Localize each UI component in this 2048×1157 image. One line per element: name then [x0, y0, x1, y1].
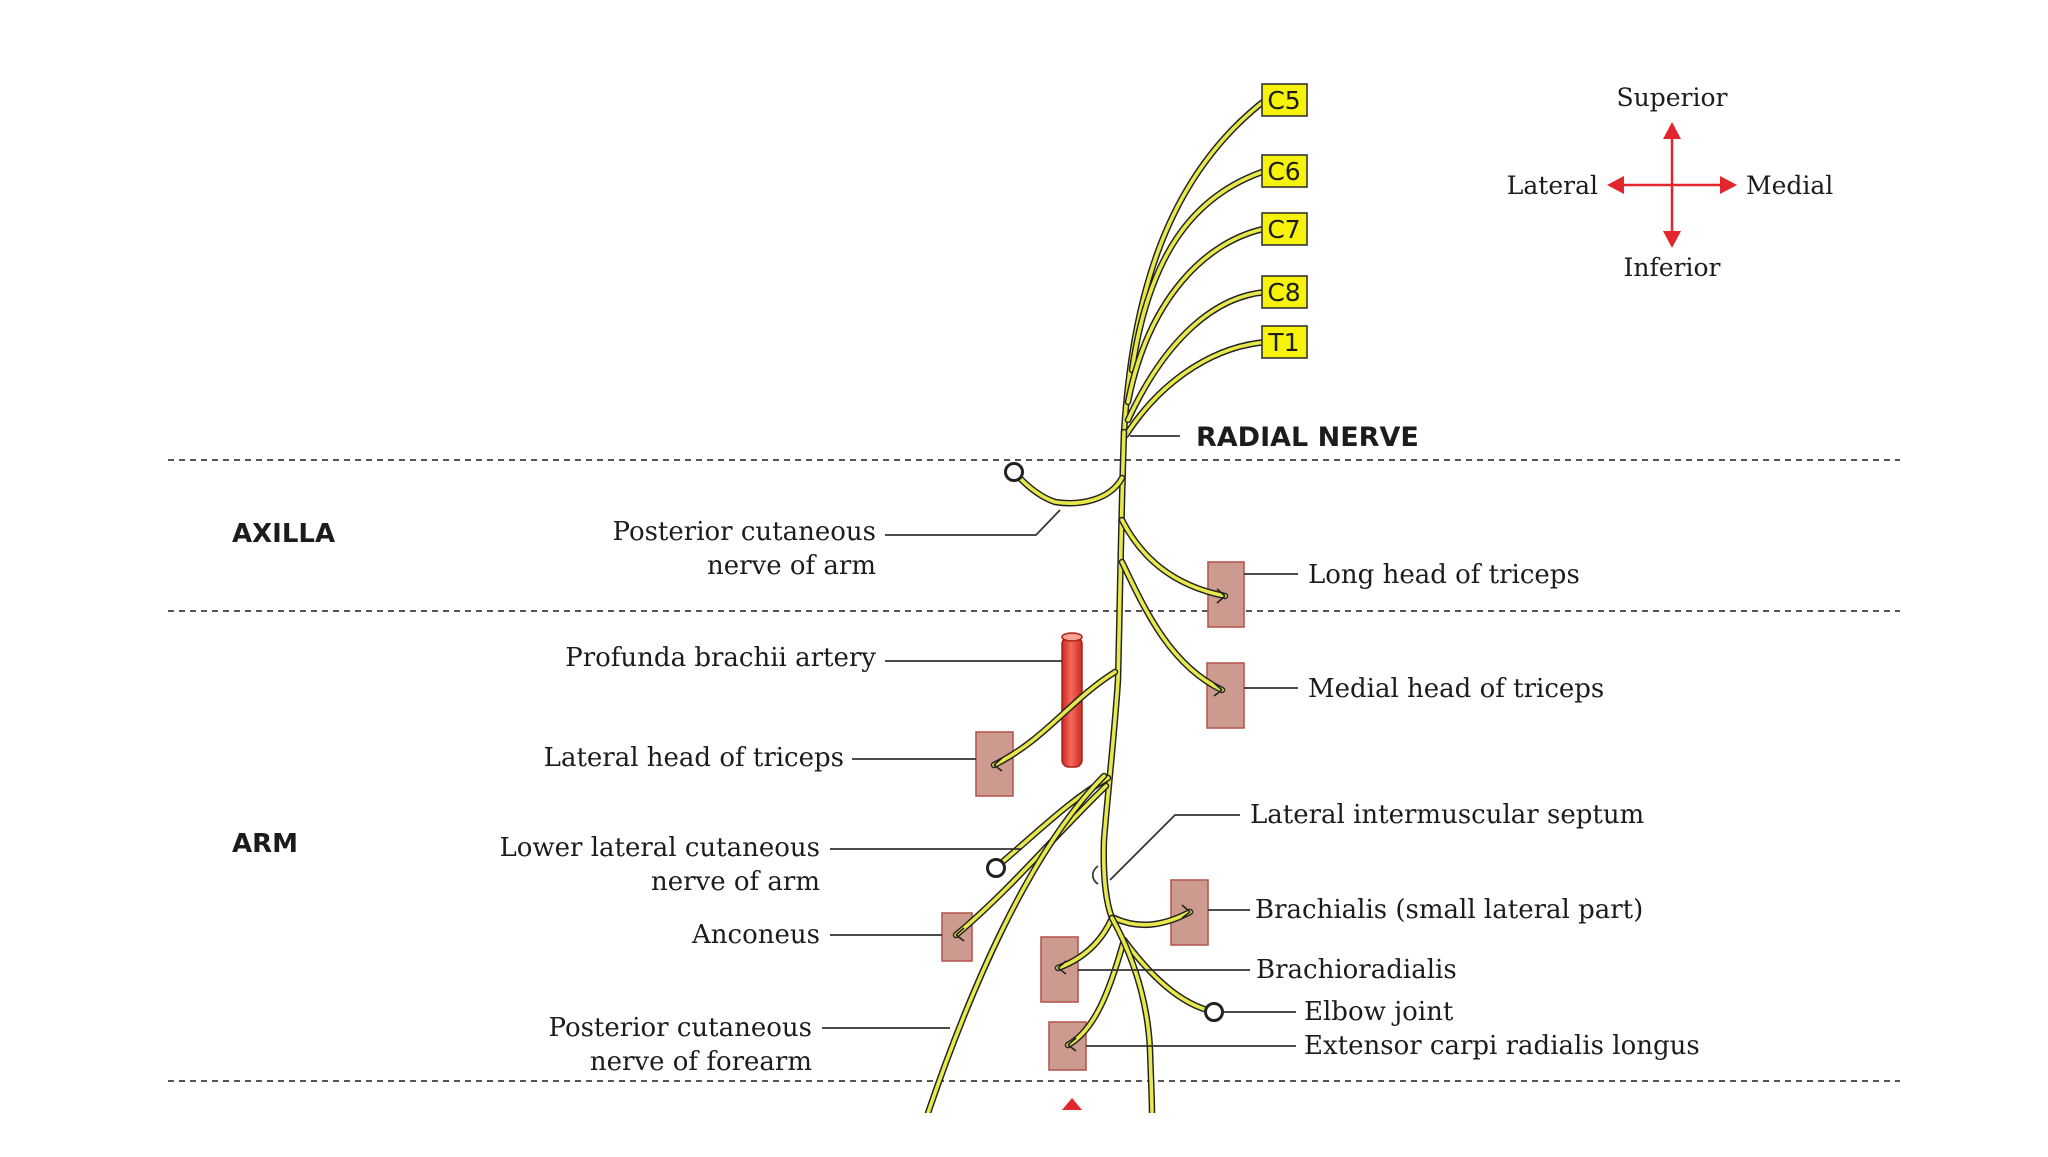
label-long-head-triceps: Long head of triceps [1308, 560, 1580, 590]
nerve-branch-medial-head [1120, 560, 1224, 692]
label-ecrl: Extensor carpi radialis longus [1304, 1031, 1700, 1061]
nerve-root-c8 [1126, 290, 1270, 422]
lateral-intermuscular-septum-mark [1091, 865, 1099, 885]
root-label-c6: C6 [1267, 157, 1300, 186]
root-label-t1: T1 [1267, 328, 1299, 357]
arrow-down-icon [1663, 231, 1681, 248]
nerve-branch-brachioradialis [1056, 916, 1114, 970]
compass-inferior: Inferior [1624, 253, 1721, 282]
region-label-axilla: AXILLA [232, 519, 335, 549]
arrow-up-icon [1663, 122, 1681, 139]
diagram-title: RADIAL NERVE [1196, 422, 1419, 453]
nerve-posterior-cutaneous-arm [1014, 472, 1124, 505]
cutaneous-ending-elbow-joint [1204, 1002, 1224, 1022]
label-posterior-cutaneous-arm-line2: nerve of arm [707, 551, 876, 581]
label-brachialis: Brachialis (small lateral part) [1255, 895, 1643, 925]
nerve-branch-ecrl [1066, 938, 1126, 1047]
muscle-medial-head-triceps [1206, 662, 1245, 729]
label-profunda-brachii-artery: Profunda brachii artery [565, 643, 876, 673]
label-posterior-cutaneous-arm-line1: Posterior cutaneous [613, 517, 877, 547]
artery-continuation-marker [1062, 1098, 1082, 1110]
radial-nerve-branches [924, 94, 1272, 1113]
root-label-c8: C8 [1267, 278, 1300, 307]
label-anconeus: Anconeus [691, 920, 820, 950]
nerve-branch-elbow-joint [1122, 938, 1217, 1014]
spinal-roots: C5 C6 C7 C8 T1 [1261, 83, 1308, 359]
motor-endings [955, 588, 1226, 1052]
compass-lateral: Lateral [1507, 171, 1598, 200]
compass-superior: Superior [1617, 83, 1728, 112]
region-label-arm: ARM [232, 829, 298, 859]
label-lower-lateral-cutaneous-line1: Lower lateral cutaneous [499, 833, 820, 863]
root-box-t1 [1261, 325, 1308, 359]
nerve-branch-anconeus [954, 784, 1108, 937]
arrow-left-icon [1607, 176, 1624, 194]
nerve-deep-branch [1110, 916, 1154, 1113]
root-box-c8 [1261, 275, 1308, 309]
nerve-branch-brachialis [1112, 910, 1192, 927]
nerve-branch-long-head [1120, 518, 1227, 598]
label-posterior-cutaneous-forearm-line1: Posterior cutaneous [549, 1013, 813, 1043]
nerve-branch-lateral-head [992, 670, 1117, 767]
leader-lines [822, 509, 1298, 1047]
label-lateral-intermuscular-septum: Lateral intermuscular septum [1250, 800, 1644, 830]
label-medial-head-triceps: Medial head of triceps [1308, 674, 1604, 704]
root-label-c7: C7 [1267, 215, 1300, 244]
nerve-main-trunk [1101, 430, 1126, 920]
root-box-c7 [1261, 212, 1308, 246]
nerve-posterior-cutaneous-forearm [926, 774, 1106, 1113]
root-box-c5 [1261, 83, 1308, 117]
compass-medial: Medial [1746, 171, 1833, 200]
label-lateral-head-triceps: Lateral head of triceps [544, 743, 844, 773]
nerve-root-c5 [1122, 96, 1270, 434]
cutaneous-ending-posterior-arm [1004, 462, 1024, 482]
label-brachioradialis: Brachioradialis [1256, 955, 1457, 985]
nerve-root-c7 [1126, 226, 1270, 404]
arrow-right-icon [1720, 176, 1737, 194]
nerve-root-c6 [1130, 168, 1270, 372]
cutaneous-ending-lower-lateral-arm [986, 858, 1006, 878]
orientation-compass: Superior Inferior Lateral Medial [1507, 83, 1834, 282]
root-label-c5: C5 [1267, 86, 1300, 115]
root-box-c6 [1261, 154, 1308, 188]
label-posterior-cutaneous-forearm-line2: nerve of forearm [590, 1047, 812, 1077]
label-elbow-joint: Elbow joint [1304, 997, 1454, 1027]
nerve-root-t1 [1124, 340, 1270, 437]
label-lower-lateral-cutaneous-line2: nerve of arm [651, 867, 820, 897]
